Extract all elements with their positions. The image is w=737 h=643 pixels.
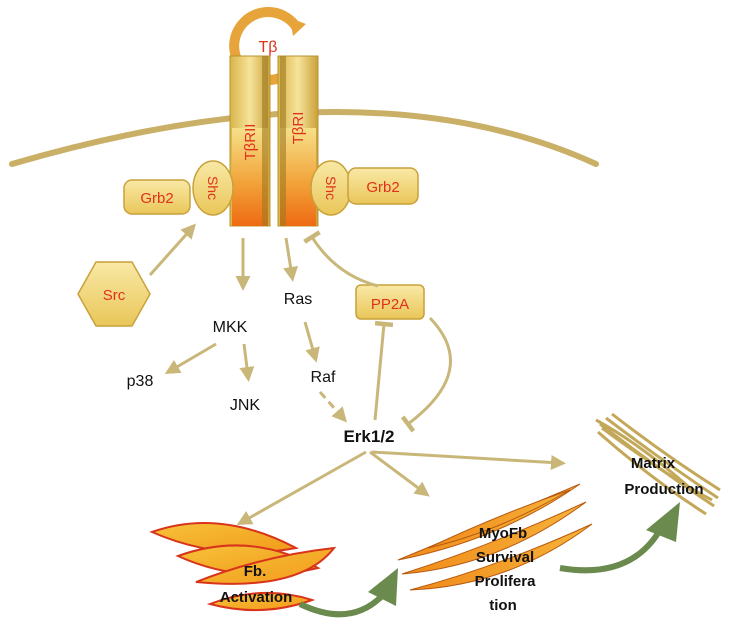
myofb-label-line1: MyoFb <box>479 525 527 542</box>
shc-right-label: Shc <box>323 176 339 200</box>
receptor-tbrii: TβRII <box>229 55 271 227</box>
fb-label-line2: Activation <box>220 589 293 606</box>
jnk-label: JNK <box>230 397 261 414</box>
p38-label: p38 <box>127 373 154 390</box>
ras-label: Ras <box>284 291 312 308</box>
green-arrowhead-2 <box>646 502 680 542</box>
erk-label: Erk1/2 <box>343 427 394 446</box>
grb2-right-label: Grb2 <box>366 179 399 196</box>
inhibit-pp2a-to-erk <box>400 316 452 433</box>
arrow-mkk-to-jnk <box>239 343 255 382</box>
myofb-label-line4: tion <box>489 597 517 614</box>
ligand-label: Tβ <box>259 39 278 56</box>
receptor-tbri-label: TβRI <box>290 112 307 145</box>
matrix-fibers <box>595 412 721 516</box>
myofb-label-line2: Survival <box>476 549 534 566</box>
arrow-receptor-to-ras <box>283 237 299 282</box>
green-arrow-myofb-to-matrix <box>559 528 663 574</box>
inhibit-erk-to-pp2a <box>373 320 394 421</box>
receptor-tbrii-label: TβRII <box>242 124 259 161</box>
src-label: Src <box>103 287 126 304</box>
fb-label-line1: Fb. <box>244 563 267 580</box>
grb2-right: Grb2 <box>347 167 419 205</box>
src-kinase: Src <box>77 261 151 327</box>
arrow-ras-to-raf <box>303 321 320 363</box>
cell-membrane <box>9 109 599 167</box>
arrow-erk-to-matrix <box>371 450 566 470</box>
arrow-erk-to-myofb <box>369 450 430 497</box>
matrix-label-line1: Matrix <box>631 455 676 472</box>
pp2a-phosphatase: PP2A <box>355 284 425 320</box>
arrow-src-to-shc <box>148 223 196 276</box>
shc-left-label: Shc <box>205 176 221 200</box>
shc-left: Shc <box>192 160 234 216</box>
arrow-mkk-to-p38 <box>164 342 217 375</box>
grb2-left: Grb2 <box>123 179 191 215</box>
pp2a-label: PP2A <box>371 296 409 313</box>
green-arrow-fb-to-myofb <box>298 593 385 618</box>
raf-label: Raf <box>311 369 336 386</box>
green-arrowhead-1 <box>368 568 398 606</box>
myofibroblast-cells <box>397 483 593 591</box>
shc-right: Shc <box>310 160 352 216</box>
fibroblast-cells <box>149 522 337 612</box>
progression-arrows <box>298 502 680 618</box>
grb2-left-label: Grb2 <box>140 190 173 207</box>
arrow-erk-to-fb <box>236 450 367 525</box>
receptor-tbri: TβRI <box>277 55 319 227</box>
matrix-label-line2: Production <box>624 481 703 498</box>
pathway-arrows <box>148 223 566 525</box>
arrow-raf-to-erk <box>318 391 347 423</box>
inhibit-pp2a-to-shc <box>303 230 379 288</box>
myofb-label-line3: Prolifera <box>475 573 537 590</box>
mkk-label: MKK <box>213 319 248 336</box>
